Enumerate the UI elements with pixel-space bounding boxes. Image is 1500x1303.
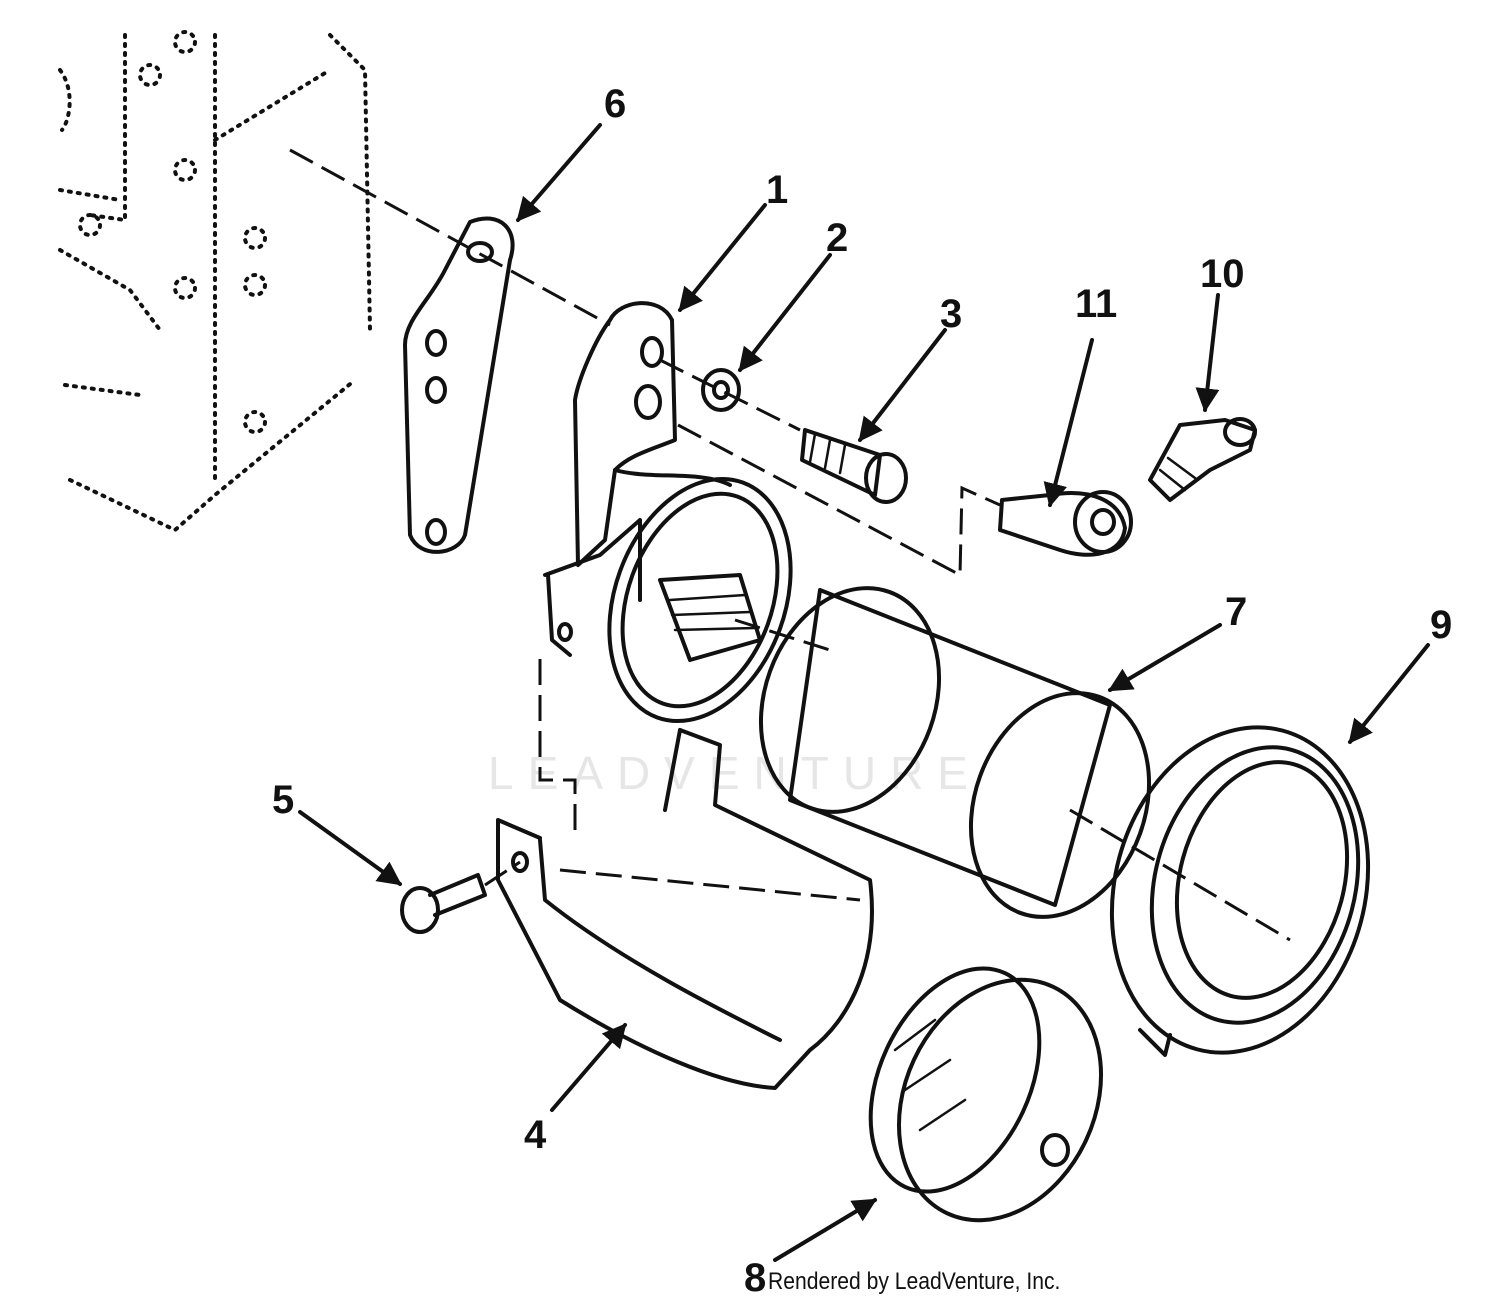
callout-8: 8	[744, 1256, 767, 1300]
callout-4: 4	[524, 1113, 547, 1157]
callout-5: 5	[272, 778, 295, 822]
mounting-strap	[403, 216, 515, 554]
assembly-line-bolt	[659, 358, 801, 432]
cover-ring	[1109, 725, 1371, 1057]
filter-element	[758, 586, 1291, 942]
pre-cleaner-cap	[868, 966, 1104, 1223]
callout-7: 7	[1225, 590, 1248, 634]
callout-11: 11	[1075, 282, 1118, 326]
washer	[701, 368, 741, 412]
callout-3: 3	[940, 292, 963, 336]
air-cleaner-body	[543, 476, 831, 724]
valve-fitting	[1148, 417, 1257, 502]
callout-10: 10	[1200, 252, 1245, 296]
assembly-line-upper	[289, 148, 611, 327]
callout-1: 1	[766, 168, 789, 212]
assembly-line-lower	[677, 423, 1001, 578]
engine-block	[58, 30, 372, 533]
callout-2: 2	[826, 216, 849, 260]
bracket	[573, 301, 732, 567]
callout-leaders	[298, 123, 1430, 1262]
credit-text: Rendered by LeadVenture, Inc.	[768, 1268, 1061, 1295]
support-tray	[496, 650, 874, 1090]
callout-6: 6	[604, 82, 627, 126]
tray-screw	[400, 860, 521, 934]
bolt	[800, 428, 908, 504]
elbow-fitting	[998, 490, 1133, 557]
callout-9: 9	[1430, 603, 1453, 647]
